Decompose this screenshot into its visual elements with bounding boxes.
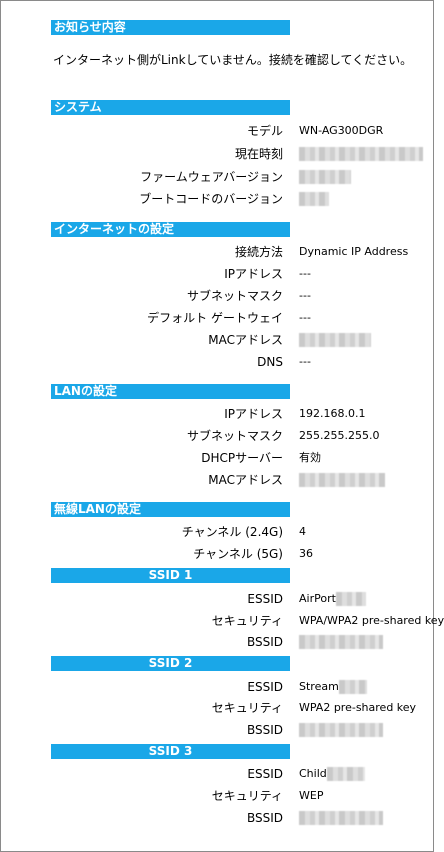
lan-row-subnet: サブネットマスク 255.255.255.0	[1, 427, 435, 445]
row-value: WPA2 pre-shared key	[299, 701, 417, 714]
row-value: 36	[299, 547, 313, 560]
wireless-header: 無線LANの設定	[51, 502, 290, 517]
ssid2-header: SSID 2	[51, 656, 290, 671]
row-label: 接続方法	[234, 245, 283, 259]
row-value: 有効	[299, 451, 321, 464]
wireless-row-channel-5g: チャンネル (5G) 36	[1, 545, 435, 563]
row-label: チャンネル (2.4G)	[181, 525, 283, 539]
notice-message: インターネット側がLinkしていません。接続を確認してください。	[53, 53, 413, 67]
row-label: BSSID	[246, 723, 283, 737]
system-header: システム	[51, 100, 290, 115]
internet-header: インターネットの設定	[51, 222, 290, 237]
ssid3-row-security: セキュリティ WEP	[1, 787, 435, 805]
row-label: ファームウェアバージョン	[140, 170, 283, 184]
row-label: DNS	[257, 355, 283, 369]
row-value: AirPort	[299, 590, 366, 608]
redacted-value	[299, 721, 383, 739]
row-label: セキュリティ	[211, 789, 283, 803]
row-value: 255.255.255.0	[299, 429, 380, 442]
row-label: セキュリティ	[211, 701, 283, 715]
row-label: ブートコードのバージョン	[139, 192, 283, 206]
row-value: ---	[299, 267, 311, 280]
row-value: WN-AG300DGR	[299, 124, 384, 137]
internet-row-gateway: デフォルト ゲートウェイ ---	[1, 309, 435, 327]
row-value: Child	[299, 765, 365, 783]
system-row-bootcode: ブートコードのバージョン	[1, 190, 435, 208]
ssid1-header: SSID 1	[51, 568, 290, 583]
row-label: MACアドレス	[208, 473, 283, 487]
ssid2-row-essid: ESSID Stream	[1, 678, 435, 696]
row-label: 現在時刻	[234, 147, 283, 161]
system-row-model: モデル WN-AG300DGR	[1, 122, 435, 140]
row-label: モデル	[246, 124, 283, 138]
row-label: IPアドレス	[224, 267, 283, 281]
lan-header: LANの設定	[51, 384, 290, 399]
row-label: チャンネル (5G)	[193, 547, 283, 561]
wireless-row-channel-24g: チャンネル (2.4G) 4	[1, 523, 435, 541]
row-label: ESSID	[247, 767, 283, 781]
redacted-value	[299, 809, 383, 827]
system-row-time: 現在時刻	[1, 145, 435, 163]
row-value: ---	[299, 289, 311, 302]
row-label: BSSID	[246, 811, 283, 825]
row-label: MACアドレス	[208, 333, 283, 347]
notice-header: お知らせ内容	[51, 20, 290, 35]
internet-row-method: 接続方法 Dynamic IP Address	[1, 243, 435, 261]
redacted-value	[299, 168, 351, 186]
row-value: ---	[299, 355, 311, 368]
ssid3-header: SSID 3	[51, 744, 290, 759]
row-label: IPアドレス	[224, 407, 283, 421]
row-label: サブネットマスク	[186, 429, 283, 443]
ssid3-row-bssid: BSSID	[1, 809, 435, 827]
internet-row-subnet: サブネットマスク ---	[1, 287, 435, 305]
internet-row-ip: IPアドレス ---	[1, 265, 435, 283]
row-value: Dynamic IP Address	[299, 245, 409, 258]
redacted-value	[299, 471, 385, 489]
row-label: デフォルト ゲートウェイ	[147, 311, 283, 325]
row-value: Stream	[299, 678, 367, 696]
row-value: 4	[299, 525, 306, 538]
row-label: セキュリティ	[211, 614, 283, 628]
internet-row-dns: DNS ---	[1, 353, 435, 371]
row-value: 192.168.0.1	[299, 407, 366, 420]
row-label: ESSID	[247, 592, 283, 606]
lan-row-dhcp: DHCPサーバー 有効	[1, 449, 435, 467]
row-label: BSSID	[246, 635, 283, 649]
ssid3-row-essid: ESSID Child	[1, 765, 435, 783]
row-label: DHCPサーバー	[201, 451, 283, 465]
ssid2-row-security: セキュリティ WPA2 pre-shared key	[1, 699, 435, 717]
row-label: サブネットマスク	[186, 289, 283, 303]
lan-row-ip: IPアドレス 192.168.0.1	[1, 405, 435, 423]
row-value: WEP	[299, 789, 324, 802]
redacted-value	[299, 331, 371, 349]
redacted-value	[299, 633, 383, 651]
internet-row-mac: MACアドレス	[1, 331, 435, 349]
ssid1-row-bssid: BSSID	[1, 633, 435, 651]
redacted-value	[299, 190, 329, 208]
ssid1-row-essid: ESSID AirPort	[1, 590, 435, 608]
ssid1-row-security: セキュリティ WPA/WPA2 pre-shared key	[1, 612, 444, 630]
system-row-firmware: ファームウェアバージョン	[1, 168, 435, 186]
row-value: WPA/WPA2 pre-shared key	[299, 614, 444, 627]
redacted-value	[299, 145, 423, 163]
row-value: ---	[299, 311, 311, 324]
row-label: ESSID	[247, 680, 283, 694]
lan-row-mac: MACアドレス	[1, 471, 435, 489]
ssid2-row-bssid: BSSID	[1, 721, 435, 739]
